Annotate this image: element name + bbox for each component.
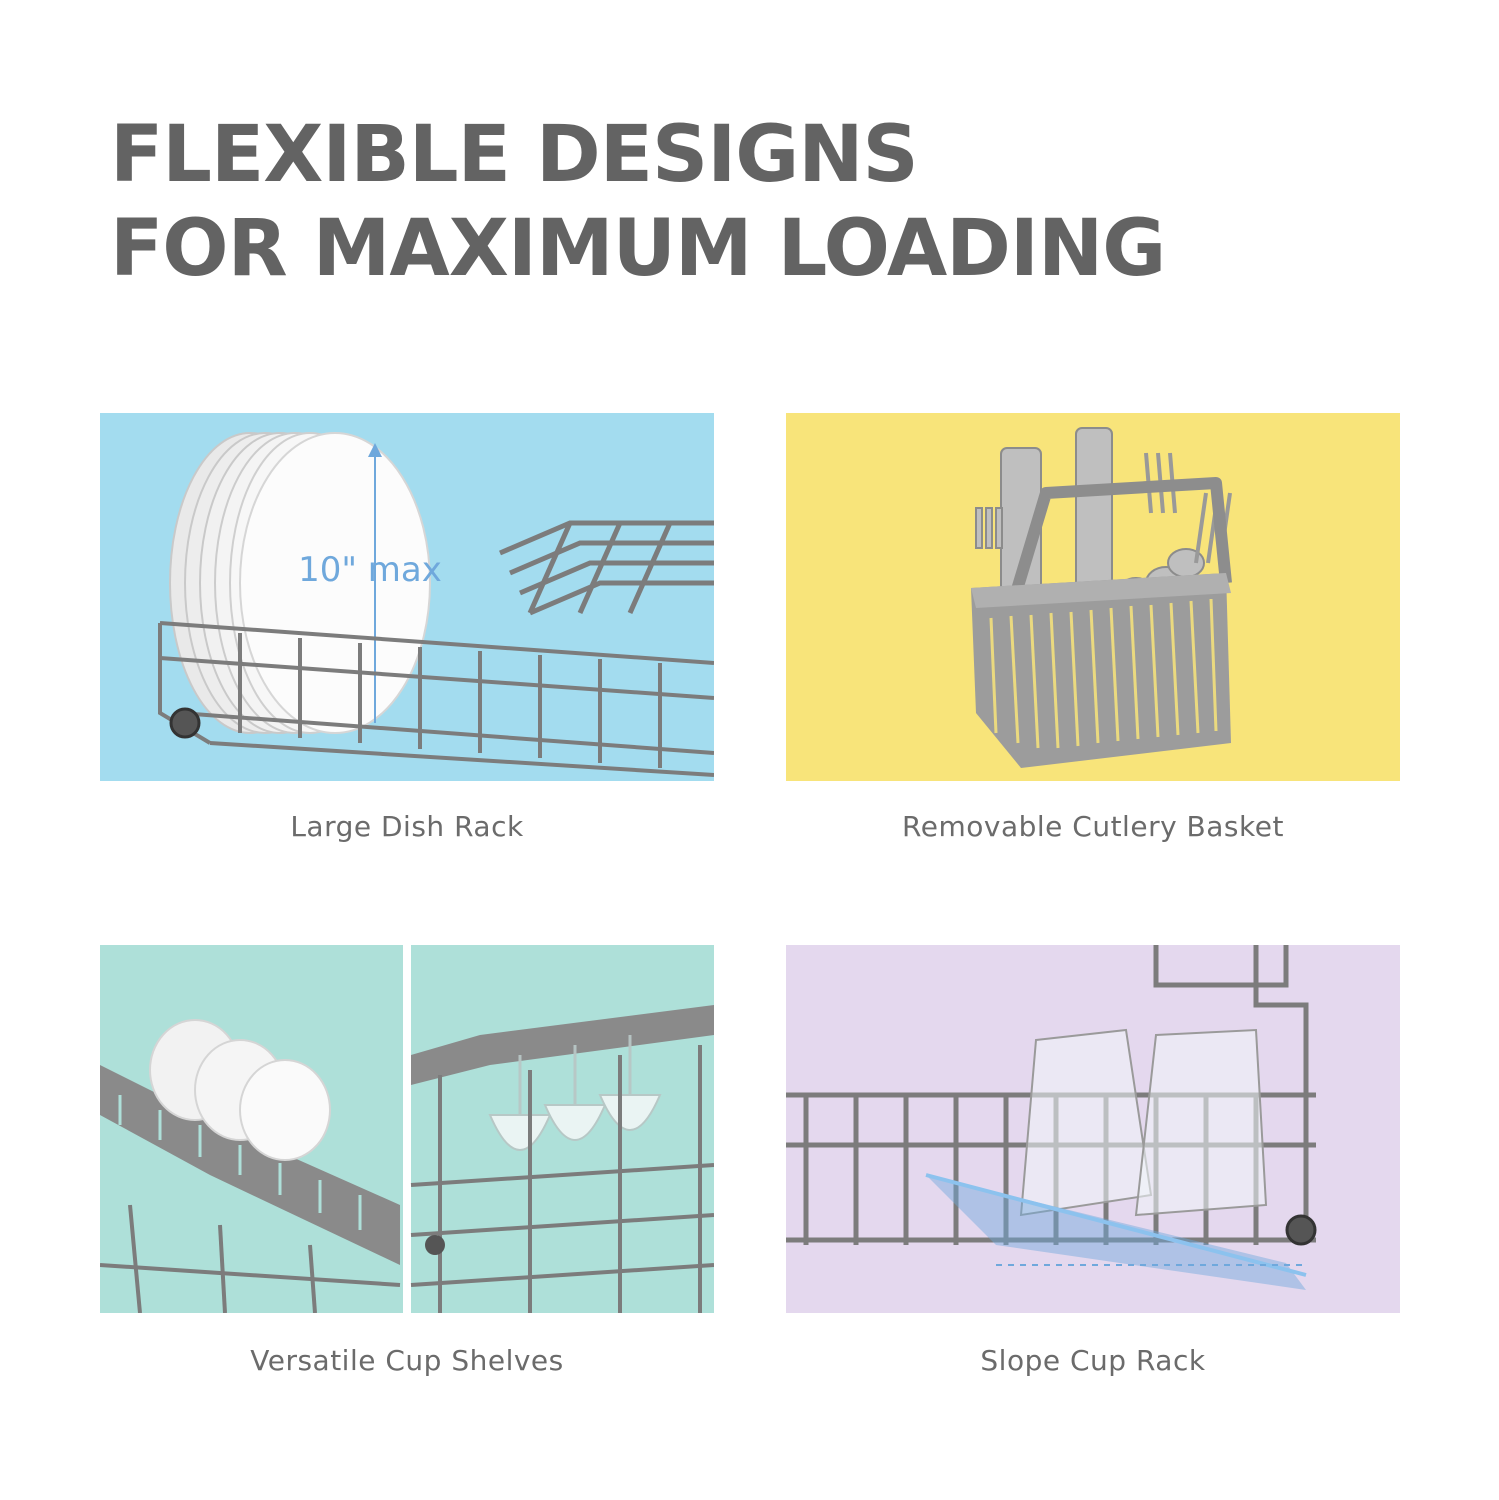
caption-versatile-cup-shelves: Versatile Cup Shelves [250, 1344, 564, 1377]
basket-handle [1010, 477, 1232, 595]
tilted-glasses [1019, 1028, 1268, 1217]
cutlery-basket-image [786, 413, 1400, 781]
page-headline: FLEXIBLE DESIGNS FOR MAXIMUM LOADING [110, 108, 1166, 296]
wheel-icon [169, 707, 201, 739]
slope-cup-rack-image [786, 945, 1400, 1313]
caption-removable-cutlery-basket: Removable Cutlery Basket [902, 810, 1284, 843]
height-badge: 10" max [298, 550, 442, 590]
caption-slope-cup-rack: Slope Cup Rack [980, 1344, 1206, 1377]
caption-large-dish-rack: Large Dish Rack [290, 810, 524, 843]
basket-body [971, 573, 1231, 768]
headline-line-1: FLEXIBLE DESIGNS [110, 110, 919, 200]
cup-shelves-image [100, 945, 714, 1313]
wire-rack [158, 621, 714, 777]
dish-rack-image: 10" max [100, 413, 714, 781]
wheel-icon [1285, 1214, 1317, 1246]
cup-shelf-wine-glasses [410, 1005, 714, 1313]
headline-line-2: FOR MAXIMUM LOADING [110, 204, 1166, 294]
height-arrow-icon [368, 443, 382, 723]
slope-highlight [925, 1173, 1307, 1290]
cup-shelf-mugs [100, 1019, 401, 1313]
upper-tray [499, 520, 714, 616]
